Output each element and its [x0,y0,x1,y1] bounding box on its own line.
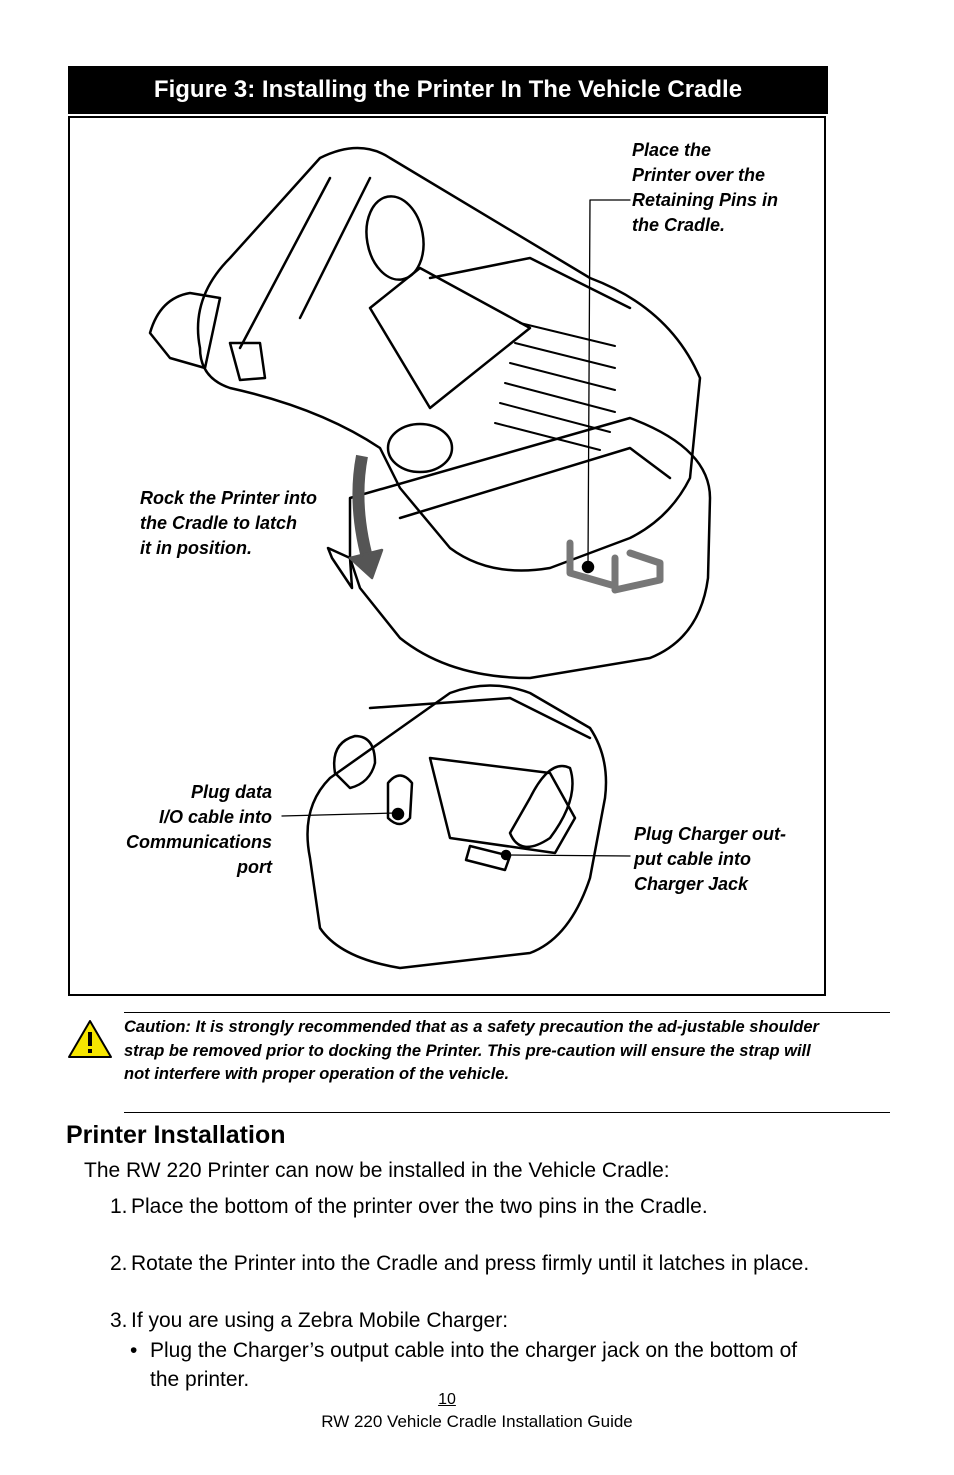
printer-cradle-illustration [148,146,712,970]
step-number: 2. [110,1252,128,1275]
bullet-mark: • [130,1339,138,1362]
printer-bottom-outline [306,684,608,970]
page-number: 10 [438,1391,456,1408]
step-text: Place the bottom of the printer over the… [131,1195,708,1218]
step-text: If you are using a Zebra Mobile Charger: [131,1309,509,1332]
figure-frame: Place the Printer over the Retaining Pin… [68,116,826,996]
footer-title: RW 220 Vehicle Cradle Installation Guide [321,1412,633,1431]
list-item: 1. Place the bottom of the printer over … [110,1192,810,1221]
figure-title: Figure 3: Installing the Printer In The … [68,66,828,114]
step-number: 3. [110,1309,128,1332]
callout-place-pins: Place the Printer over the Retaining Pin… [632,140,779,235]
callout-rock-printer: Rock the Printer into the Cradle to latc… [140,488,318,558]
callout-plug-data: Plug data I/O cable into Communications … [125,782,272,877]
rock-arrow-icon [352,454,376,570]
bullet-text: Plug the Charger’s output cable into the… [150,1339,798,1391]
list-item: 3. If you are using a Zebra Mobile Charg… [110,1306,810,1335]
caution-block: Caution: It is strongly recommended that… [66,1010,890,1116]
callout-plug-charger: Plug Charger out- put cable into Charger… [634,824,786,894]
printer-body-outline [196,146,702,572]
section-title: Printer Installation [66,1121,286,1149]
step-text: Rotate the Printer into the Cradle and p… [131,1252,810,1275]
caution-text: Caution: It is strongly recommended that… [124,1018,819,1083]
warning-triangle-icon [68,1020,112,1058]
retaining-pin-bracket [566,539,664,594]
list-item: 2. Rotate the Printer into the Cradle an… [110,1249,810,1278]
caution-bottom-rule [124,1112,890,1113]
step-number: 1. [110,1195,128,1218]
cradle-outline [348,416,712,680]
section-intro: The RW 220 Printer can now be installed … [84,1159,670,1182]
caution-top-rule [124,1012,890,1013]
list-item: • Plug the Charger’s output cable into t… [130,1336,830,1394]
